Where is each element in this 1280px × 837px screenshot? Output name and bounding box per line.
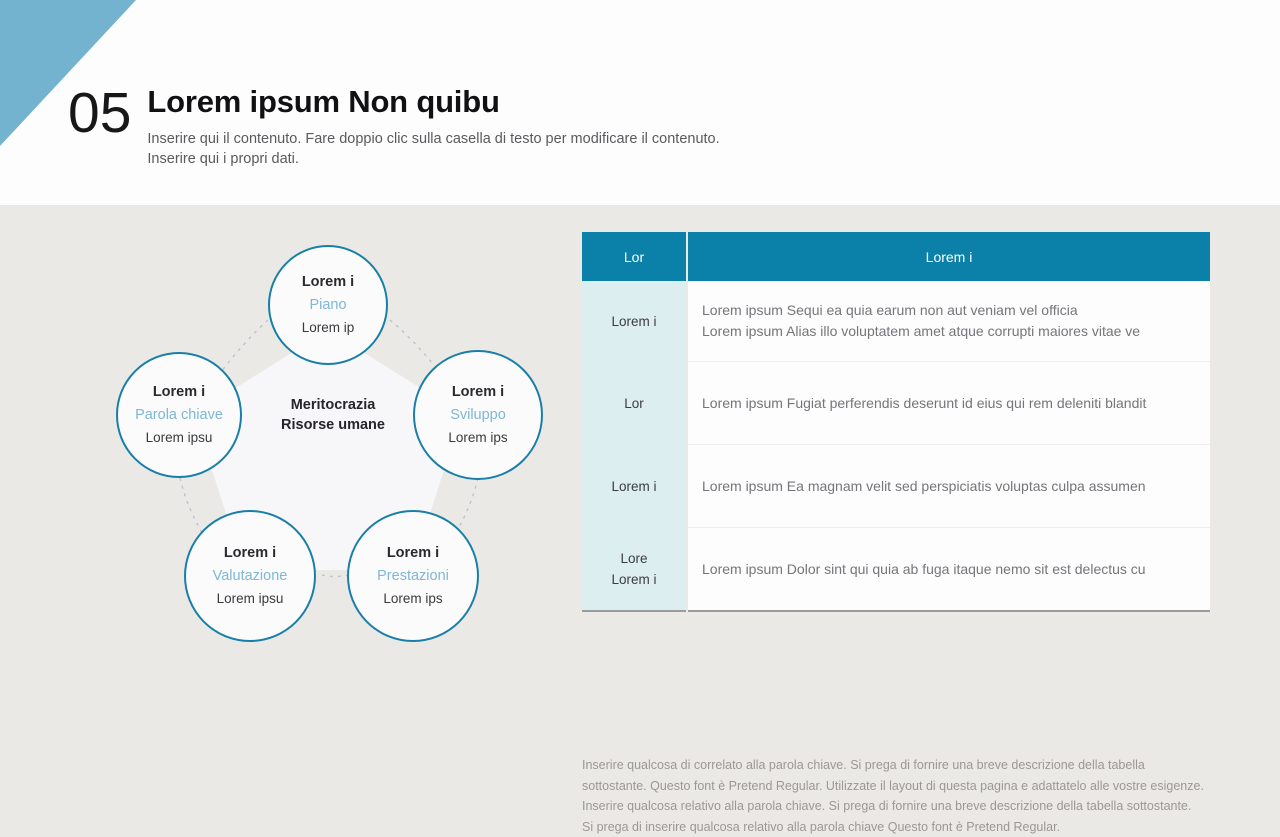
table-row[interactable]: Lor Lorem ipsum Fugiat perferendis deser…: [582, 361, 1210, 445]
slide-header: 05 Lorem ipsum Non quibu Inserire qui il…: [0, 0, 1280, 205]
table-header-row: Lor Lorem i: [582, 232, 1210, 281]
center-label-line-2: Risorse umane: [281, 417, 385, 433]
node-subtitle: Lorem ipsu: [145, 430, 213, 445]
header-text-block: Lorem ipsum Non quibu Inserire qui il co…: [147, 80, 719, 169]
table-cell-key: Lorem i: [582, 444, 688, 528]
table-row[interactable]: Lorem i Lorem ipsum Ea magnam velit sed …: [582, 444, 1210, 528]
node-title: Lorem i: [152, 384, 206, 400]
node-title: Lorem i: [451, 384, 505, 400]
table-header-col2: Lorem i: [687, 232, 1210, 281]
table-cell-key: Lor: [582, 361, 688, 445]
diagram-node-parola-chiave[interactable]: Lorem i Parola chiave Lorem ipsu: [116, 352, 242, 478]
diagram-center-label: Meritocrazia Risorse umane: [238, 395, 428, 435]
node-title: Lorem i: [301, 274, 355, 290]
node-title: Lorem i: [223, 545, 277, 561]
diagram-node-sviluppo[interactable]: Lorem i Sviluppo Lorem ips: [413, 350, 543, 480]
table-cell-value: Lorem ipsum Sequi ea quia earum non aut …: [687, 281, 1210, 362]
table-cell-value: Lorem ipsum Dolor sint qui quia ab fuga …: [687, 527, 1210, 611]
table-row[interactable]: Lore Lorem i Lorem ipsum Dolor sint qui …: [582, 527, 1210, 611]
table-cell-key-line-2: Lorem i: [611, 571, 657, 587]
page-subtitle-line-2: Inserire qui i propri dati.: [147, 151, 299, 167]
node-keyword: Valutazione: [212, 568, 288, 584]
data-table: Lor Lorem i Lorem i Lorem ipsum Sequi ea…: [582, 232, 1210, 612]
node-keyword: Sviluppo: [450, 407, 506, 423]
slide-body: Lorem i Piano Lorem ip Lorem i Sviluppo …: [0, 205, 1280, 834]
node-subtitle: Lorem ipsu: [216, 591, 284, 606]
page-subtitle-line-1: Inserire qui il contenuto. Fare doppio c…: [147, 131, 720, 147]
slide-number: 05: [68, 81, 132, 145]
table-body: Lorem i Lorem ipsum Sequi ea quia earum …: [582, 281, 1210, 611]
data-table-container: Lor Lorem i Lorem i Lorem ipsum Sequi ea…: [582, 232, 1210, 612]
table-cell-key-line-1: Lore: [620, 550, 648, 566]
table-row[interactable]: Lorem i Lorem ipsum Sequi ea quia earum …: [582, 281, 1210, 362]
table-cell-value-line-2: Lorem ipsum Alias illo voluptatem amet a…: [702, 323, 1141, 339]
table-header-col1: Lor: [582, 232, 688, 281]
node-subtitle: Lorem ip: [301, 320, 355, 335]
table-description-note: Inserire qualcosa di correlato alla paro…: [582, 758, 1204, 834]
node-subtitle: Lorem ips: [448, 430, 508, 445]
node-keyword: Piano: [309, 297, 347, 313]
table-cell-key: Lorem i: [582, 281, 688, 362]
table-cell-value-line-1: Lorem ipsum Sequi ea quia earum non aut …: [702, 302, 1078, 318]
page-title: Lorem ipsum Non quibu: [147, 84, 500, 119]
center-label-line-1: Meritocrazia: [290, 397, 376, 413]
node-title: Lorem i: [386, 545, 440, 561]
table-cell-key: Lore Lorem i: [582, 527, 688, 611]
table-head: Lor Lorem i: [582, 232, 1210, 281]
node-keyword: Prestazioni: [377, 568, 449, 584]
table-cell-value: Lorem ipsum Fugiat perferendis deserunt …: [687, 361, 1210, 445]
node-subtitle: Lorem ips: [383, 591, 443, 606]
diagram-node-valutazione[interactable]: Lorem i Valutazione Lorem ipsu: [184, 510, 316, 642]
corner-triangle-decoration: [0, 0, 136, 146]
header-row: 05 Lorem ipsum Non quibu Inserire qui il…: [68, 80, 720, 169]
table-cell-value: Lorem ipsum Ea magnam velit sed perspici…: [687, 444, 1210, 528]
node-keyword: Parola chiave: [135, 407, 223, 423]
diagram-node-prestazioni[interactable]: Lorem i Prestazioni Lorem ips: [347, 510, 479, 642]
cycle-diagram: Lorem i Piano Lorem ip Lorem i Sviluppo …: [90, 210, 580, 660]
diagram-node-piano[interactable]: Lorem i Piano Lorem ip: [268, 245, 388, 365]
page-subtitle: Inserire qui il contenuto. Fare doppio c…: [147, 129, 719, 169]
